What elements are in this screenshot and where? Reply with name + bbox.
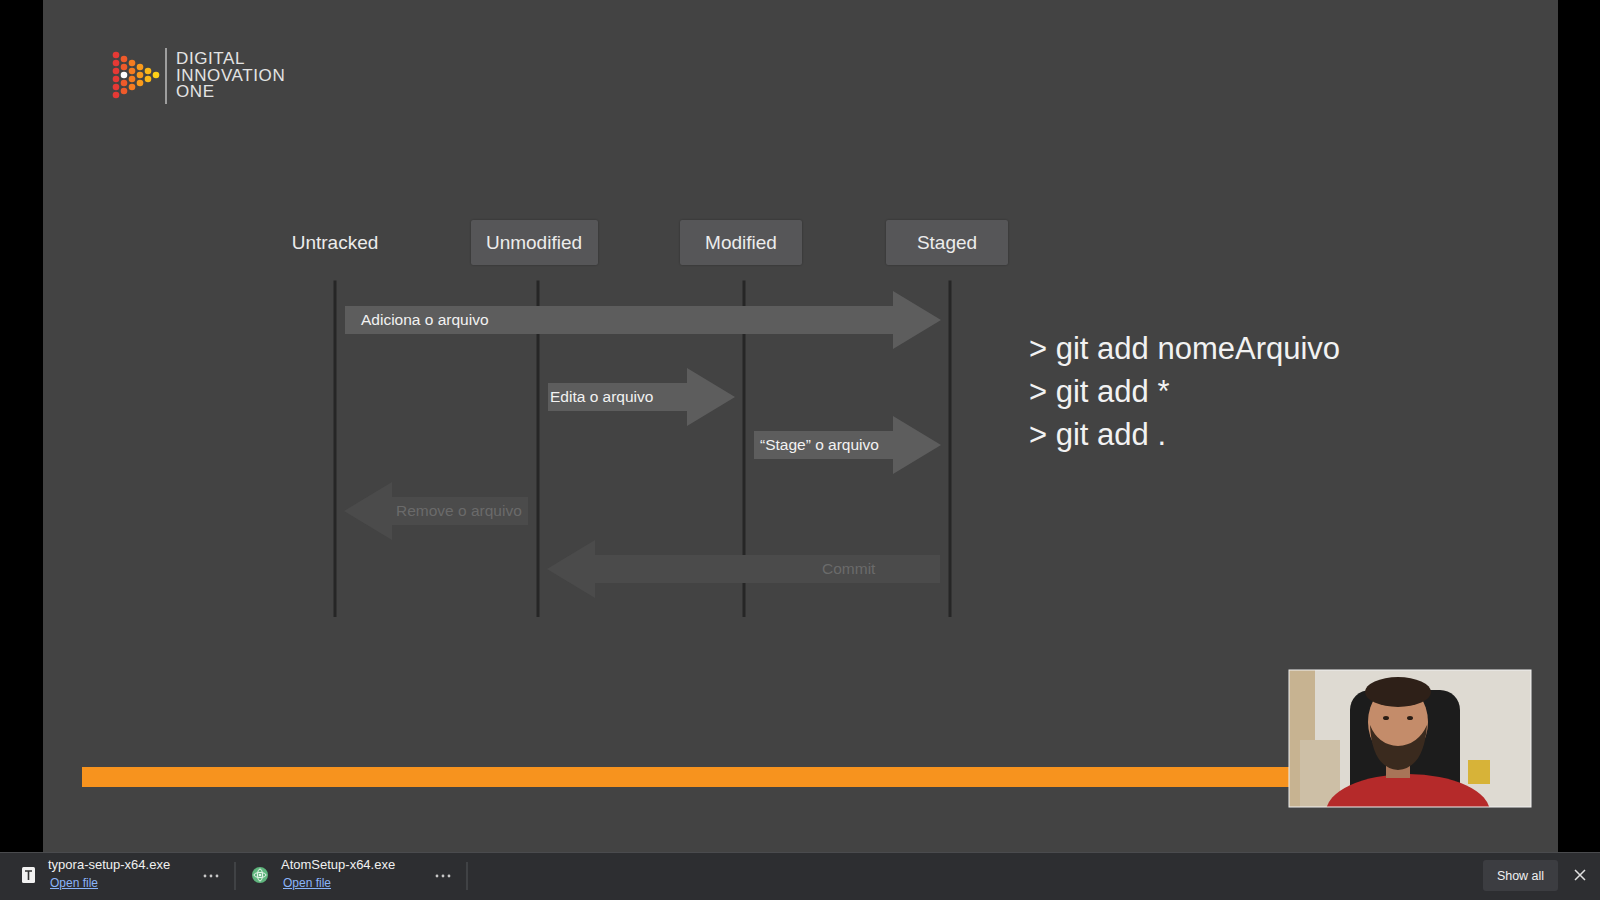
more-icon (204, 875, 219, 878)
command-text: > git add . (1029, 417, 1166, 453)
arrow-label: Commit (822, 559, 875, 579)
webcam-picture (1289, 670, 1531, 807)
close-icon (1575, 870, 1585, 880)
link-text: Open file (283, 876, 331, 891)
flow-arrow (547, 540, 940, 598)
arrow-label: Adiciona o arquivo (361, 310, 489, 330)
flow-arrow (345, 291, 941, 349)
download-bar-border (0, 852, 1600, 853)
logo-divider (165, 48, 167, 104)
lifeline (334, 281, 337, 618)
state-name: Untracked (288, 230, 382, 255)
file-name: typora-setup-x64.exe (48, 857, 170, 873)
file-icon (22, 867, 35, 883)
button-text: Show all (1483, 868, 1558, 884)
arrow-label: “Stage” o arquivo (760, 435, 879, 455)
download-bar (0, 852, 1600, 900)
state-name: Staged (900, 230, 994, 255)
logo-icon (113, 52, 160, 99)
more-icon (436, 875, 451, 878)
file-name: AtomSetup-x64.exe (281, 857, 395, 873)
separator (467, 862, 468, 890)
atom-icon (252, 867, 268, 883)
webcam-frame (1289, 670, 1531, 807)
button-background (1483, 860, 1558, 891)
flow-arrow (548, 368, 735, 426)
command-text: > git add nomeArquivo (1029, 331, 1340, 367)
flow-arrow (344, 482, 528, 540)
arrow-label: Remove o arquivo (396, 501, 522, 521)
logo-text: DIGITAL INNOVATION ONE (176, 51, 285, 101)
state-box: Unmodified (471, 220, 598, 265)
link-text: Open file (50, 876, 98, 891)
flow-arrow (754, 416, 941, 474)
state-heading: Untracked (274, 220, 396, 265)
command-text: > git add * (1029, 374, 1169, 410)
progress-bar (82, 767, 1291, 787)
lifeline (949, 281, 952, 618)
slide (43, 0, 1558, 852)
state-box: Staged (886, 220, 1008, 265)
state-name: Modified (694, 230, 788, 255)
state-box: Modified (680, 220, 802, 265)
state-name: Unmodified (485, 230, 584, 255)
arrow-label: Edita o arquivo (550, 387, 653, 407)
separator (235, 862, 236, 890)
